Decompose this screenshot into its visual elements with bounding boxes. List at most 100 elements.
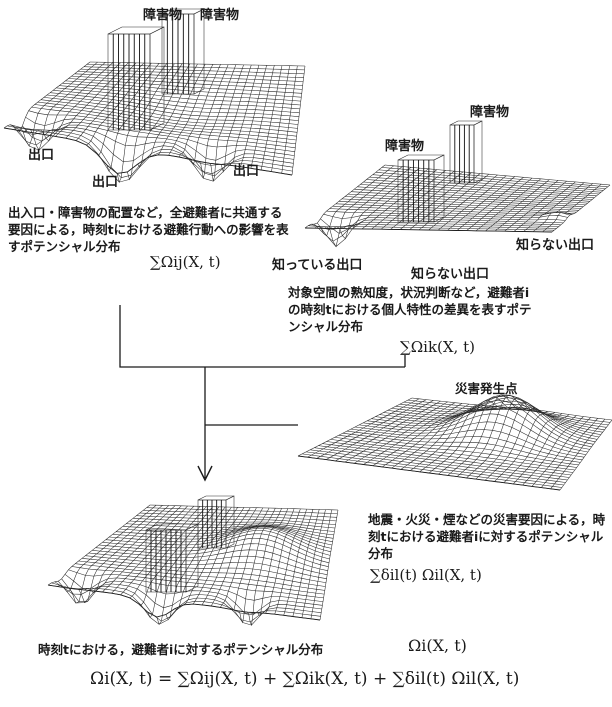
grid-line [369, 176, 599, 195]
common-obstacle-pillar-1 [107, 26, 165, 131]
arrow-head [197, 465, 213, 482]
grid-line [136, 515, 336, 525]
individual-description: 対象空間の熟知度，状況判断など，避難者iの時刻tにおける個人特性の差異を表すポテ… [288, 285, 532, 334]
grid-line [391, 404, 603, 433]
grid-line [149, 504, 339, 511]
combined-obstacle-pillar-1 [145, 523, 199, 593]
grid-line [68, 78, 302, 94]
pillar-side [433, 154, 445, 223]
grid-line [143, 510, 337, 518]
grid-line [256, 508, 295, 616]
grid-line [395, 406, 605, 431]
grid-line [311, 223, 557, 231]
individual-obstacle-pillar-1 [397, 154, 445, 223]
grid-line [54, 581, 322, 623]
grid-line [47, 584, 321, 621]
combined-caption-formula: Ωi(X, t) [408, 636, 467, 655]
grid-line [304, 227, 553, 233]
grid-line [50, 92, 300, 117]
grid-line [129, 520, 335, 532]
exit-label-2: 出口 [92, 175, 119, 190]
combined-obstacle-pillar-2 [197, 495, 235, 549]
obstacle-label-1: 障害物 [143, 8, 183, 23]
grid-line [411, 397, 612, 421]
grid-line [297, 455, 561, 491]
grid-line [308, 225, 555, 231]
grid-line [338, 201, 577, 213]
individual-formula: ∑Ωik(X, t) [400, 338, 475, 356]
grid-line [34, 104, 297, 137]
grid-line [3, 127, 293, 176]
grid-line [102, 533, 330, 560]
grid-line [53, 90, 300, 114]
grid-line [363, 406, 590, 450]
grid-line [403, 401, 609, 426]
individual-obstacle-label-1: 障害物 [385, 139, 425, 154]
grid-line [122, 525, 334, 539]
grid-line [13, 125, 294, 182]
grid-line [56, 87, 300, 110]
grid-line [320, 217, 564, 234]
grid-line [332, 205, 573, 215]
grid-line [98, 537, 330, 564]
flow-connector [119, 305, 406, 482]
grid-line [40, 99, 298, 129]
grid-line [314, 447, 568, 481]
exit-label-3: 出口 [233, 164, 260, 179]
disaster-formula: ∑δil(t) Ωil(X, t) [370, 566, 482, 584]
grid-line [372, 174, 602, 193]
grid-line [334, 437, 577, 468]
grid-line [59, 85, 301, 106]
known-exit-label: 知っている出口 [272, 258, 363, 273]
grid-line [387, 400, 601, 435]
obstacle-label-2: 障害物 [200, 8, 240, 23]
unknown-exit-label-2: 知らない出口 [516, 238, 595, 253]
grid-line [95, 543, 329, 567]
grid-line [306, 451, 564, 486]
grid-line [105, 530, 331, 556]
common-formula: ∑Ωij(X, t) [150, 253, 221, 271]
pillar-top [107, 26, 165, 35]
grid-line [89, 61, 306, 67]
grid-line [363, 181, 595, 198]
connector-line-top [119, 305, 405, 368]
grid-line [351, 191, 586, 206]
individual-obstacle-label-2: 障害物 [470, 105, 510, 120]
combined-potential-surface [47, 495, 339, 627]
disaster-potential-surface [297, 394, 612, 491]
grid-line [112, 526, 332, 549]
grid-line [354, 188, 588, 204]
grid-line [342, 432, 581, 463]
common-description: 出入口・障害物の配置など，全避難者に共通する要因による，時刻tにおける避難行動へ… [8, 205, 289, 254]
grid-line [85, 555, 327, 579]
grid-line [77, 71, 304, 82]
grid-line [189, 64, 229, 166]
grid-line [229, 508, 276, 611]
grid-line [81, 558, 327, 583]
grid-line [302, 453, 562, 488]
grid-line [513, 415, 577, 485]
grid-line [322, 443, 572, 476]
grid-line [146, 507, 338, 514]
disaster-description: 地震・火災・煙などの災害要因による，時刻tにおける避難者iに対するポテンシャル分… [368, 512, 606, 561]
grid-line [37, 101, 298, 133]
grid-line [341, 198, 579, 211]
grid-line [10, 124, 293, 179]
exit-label-1: 出口 [28, 148, 55, 163]
grid-line [78, 560, 326, 587]
grid-line [318, 445, 570, 478]
grid-line [68, 569, 324, 599]
grid-line [51, 582, 321, 625]
grid-line [378, 169, 606, 189]
grid-line [310, 449, 566, 483]
combined-caption: 時刻tにおける，避難者iに対するポテンシャル分布 [38, 642, 324, 657]
grid-line [86, 64, 305, 71]
grid-line [372, 403, 470, 466]
individual-obstacle-pillar-2 [449, 120, 483, 184]
grid-line [353, 402, 456, 464]
grid-line [43, 97, 299, 125]
grid-line [22, 121, 295, 152]
grid-line [371, 396, 594, 445]
grid-line [329, 208, 570, 217]
grid-line [3, 61, 91, 132]
